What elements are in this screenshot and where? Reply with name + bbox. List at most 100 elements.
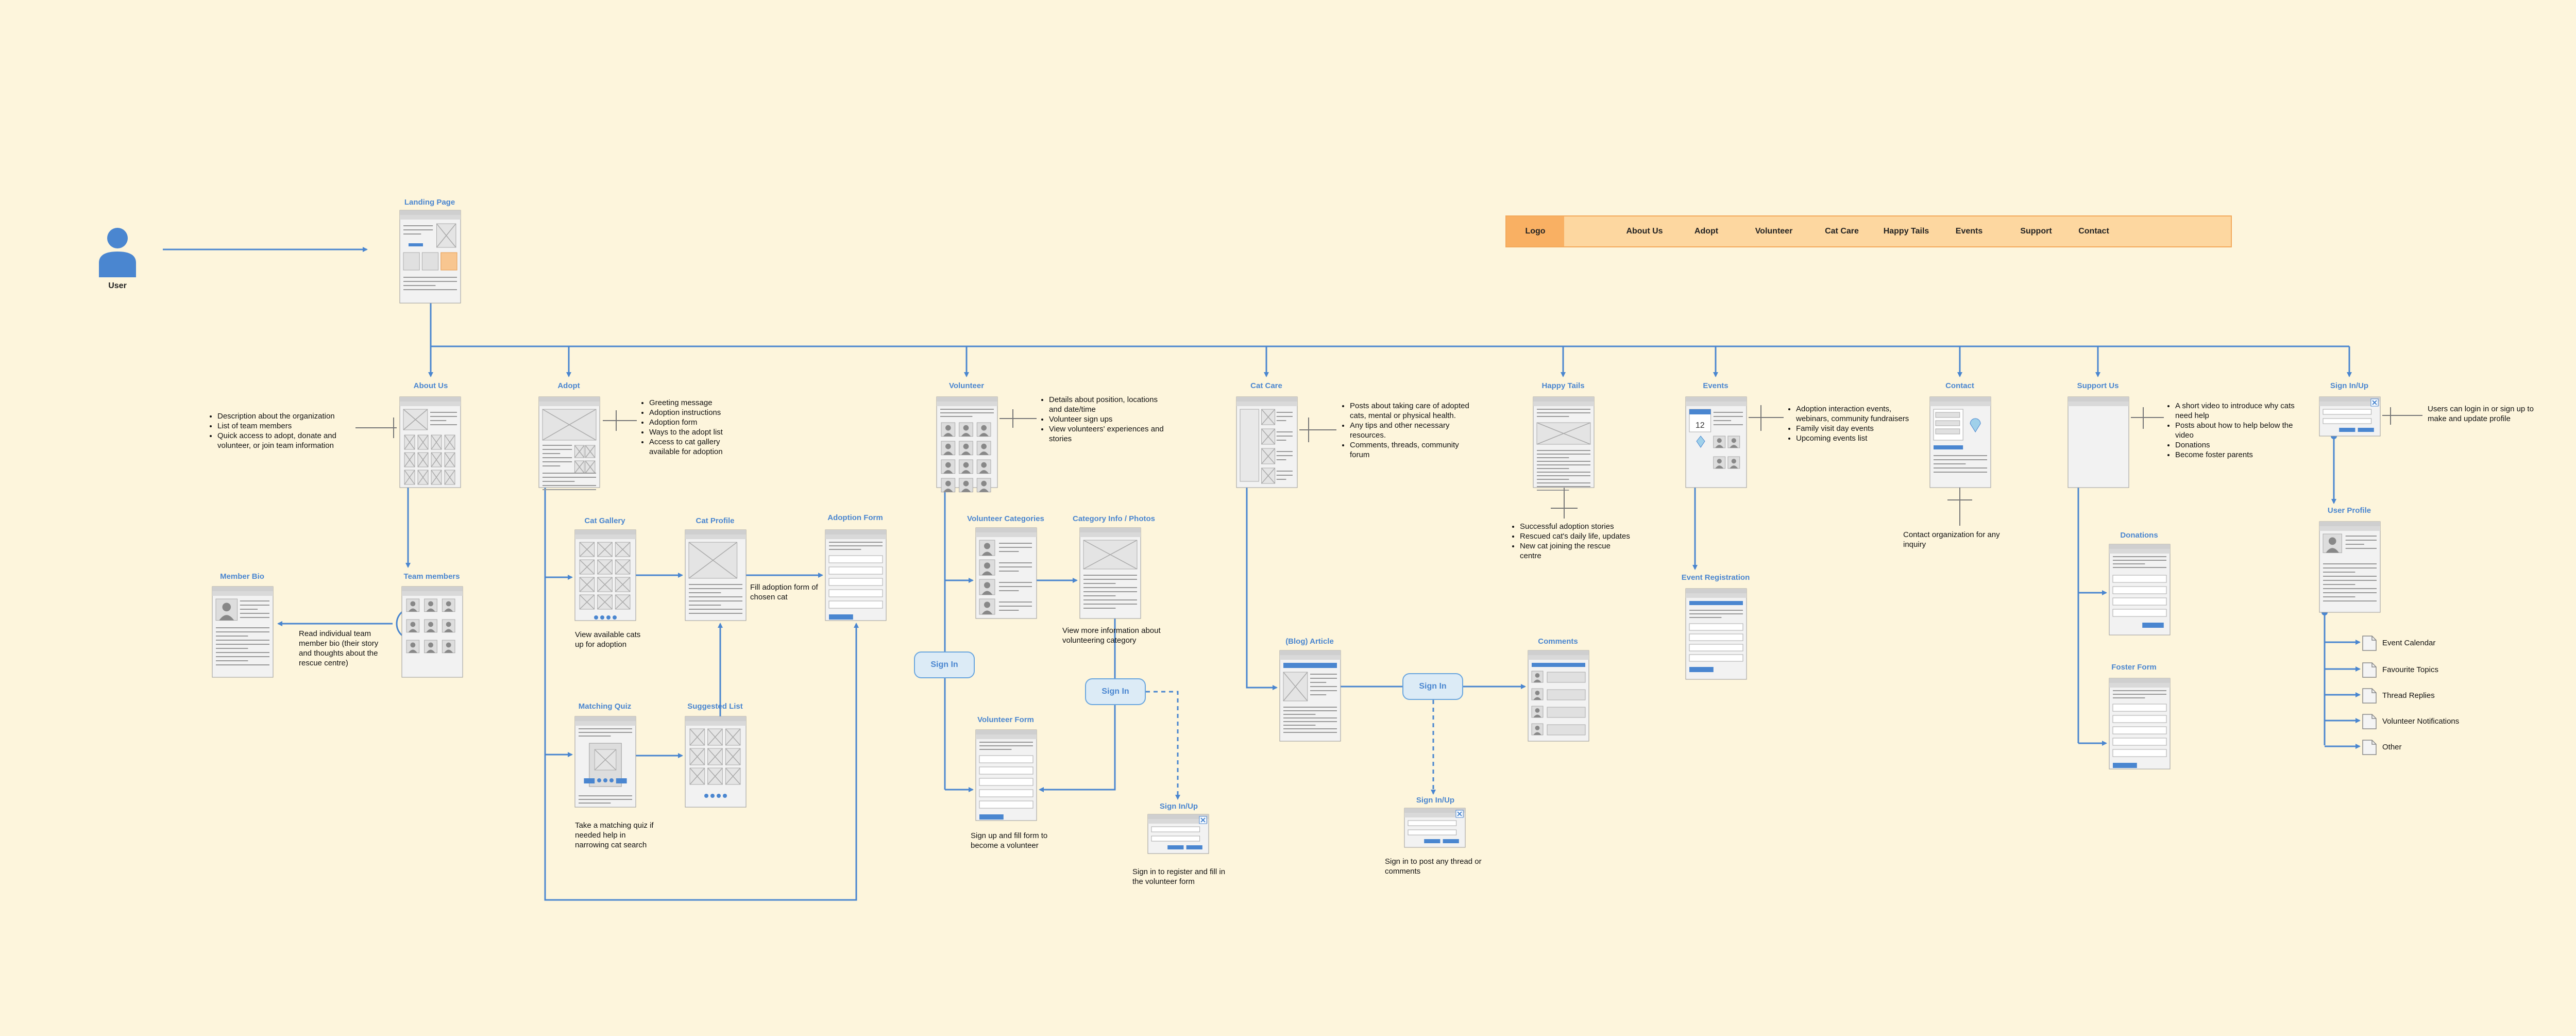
title-blog-article: (Blog) Article [1285, 637, 1334, 646]
title-foster-form: Foster Form [2111, 663, 2157, 672]
note-support-us: A short video to introduce why cats need… [2167, 401, 2302, 460]
nav-item-contact[interactable]: Contact [2078, 227, 2109, 236]
title-cat-gallery: Cat Gallery [584, 516, 625, 525]
note-events-item: Adoption interaction events, webinars, c… [1796, 404, 1918, 424]
title-volunteer: Volunteer [948, 381, 985, 390]
title-sign-in-up: Sign In/Up [2330, 381, 2369, 390]
wireframe-comments [1528, 650, 1589, 742]
note-volunteer-form: Sign up and fill form to become a volunt… [971, 831, 1048, 850]
note-about-item: List of team members [217, 421, 353, 431]
wireframe-user-profile [2319, 521, 2381, 613]
note-catcare-item: Posts about taking care of adopted cats,… [1350, 401, 1477, 421]
note-about-item: Description about the organization [217, 411, 353, 421]
profile-link-favourite-topics[interactable]: Favourite Topics [2382, 665, 2438, 674]
note-contact: Contact organization for any inquiry [1903, 530, 2000, 549]
nav-logo[interactable]: Logo [1506, 216, 1564, 246]
wireframe-events: 12 [1685, 396, 1747, 488]
note-events-item: Upcoming events list [1796, 433, 1918, 443]
title-user-profile: User Profile [2327, 506, 2371, 515]
profile-link-thread-replies[interactable]: Thread Replies [2382, 691, 2435, 700]
title-volunteer-categories: Volunteer Categories [967, 514, 1044, 523]
wireframe-donations [2109, 544, 2171, 636]
note-support-item: Posts about how to help below the video [2175, 421, 2302, 440]
wireframe-cat-gallery [574, 529, 636, 621]
wireframe-signin-volunteer [1147, 814, 1209, 854]
note-cat-gallery: View available cats up for adoption [575, 630, 641, 649]
note-matching-quiz: Take a matching quiz if needed help in n… [575, 821, 654, 849]
document-icon [2362, 688, 2377, 704]
nav-item-events[interactable]: Events [1955, 227, 1983, 236]
wireframe-blog-article [1279, 650, 1341, 742]
note-support-item: A short video to introduce why cats need… [2175, 401, 2302, 421]
connector-adopt-loop [544, 488, 859, 901]
note-cat-care: Posts about taking care of adopted cats,… [1342, 401, 1477, 460]
note-blog-sign-in: Sign in to post any thread or comments [1385, 857, 1482, 876]
wireframe-about [399, 396, 461, 488]
title-cat-profile: Cat Profile [696, 516, 735, 525]
note-happytails-item: Rescued cat's daily life, updates [1520, 531, 1633, 541]
note-sign-in-up: Users can login in or sign up to make an… [2428, 405, 2534, 423]
nav-item-adopt[interactable]: Adopt [1694, 227, 1719, 236]
document-icon [2362, 662, 2377, 678]
sign-in-pill-category-info[interactable]: Sign In [1085, 678, 1146, 705]
extras [355, 405, 2422, 755]
note-adopt-item: Access to cat gallery available for adop… [649, 437, 744, 457]
note-volunteer-item: Volunteer sign ups [1049, 414, 1173, 424]
note-volunteer-item: Details about position, locations and da… [1049, 395, 1173, 414]
title-sign-in-up-blog: Sign In/Up [1416, 796, 1455, 805]
note-category-info: View more information about volunteering… [1062, 626, 1161, 645]
title-support-us: Support Us [2077, 381, 2119, 390]
wireframe-happytails [1533, 396, 1595, 491]
wireframe-landing [399, 210, 461, 304]
note-support-item: Donations [2175, 440, 2302, 450]
wireframe-event-registration [1685, 588, 1747, 680]
sign-in-pill-blog[interactable]: Sign In [1402, 673, 1463, 700]
user-label: User [108, 281, 127, 290]
wireframe-contact [1929, 396, 1991, 488]
title-sign-in-up-volunteer: Sign In/Up [1159, 802, 1198, 811]
user-icon [98, 227, 137, 278]
title-event-registration: Event Registration [1681, 573, 1750, 582]
profile-link-other[interactable]: Other [2382, 743, 2402, 751]
wireframe-category-info [1079, 527, 1141, 619]
nav-item-catcare[interactable]: Cat Care [1825, 227, 1859, 236]
document-icon [2362, 714, 2377, 729]
connector-signin-volform [1039, 705, 1116, 792]
nav-item-about[interactable]: About Us [1626, 227, 1663, 236]
note-events-item: Family visit day events [1796, 424, 1918, 433]
note-volunteer: Details about position, locations and da… [1041, 395, 1173, 444]
title-team-members: Team members [403, 572, 460, 581]
title-suggested-list: Suggested List [687, 702, 743, 711]
wireframe-foster-form [2109, 678, 2171, 770]
nav-item-volunteer[interactable]: Volunteer [1755, 227, 1793, 236]
profile-link-volunteer-notifications[interactable]: Volunteer Notifications [2382, 717, 2460, 726]
note-adopt-item: Adoption form [649, 417, 744, 427]
title-happy-tails: Happy Tails [1541, 381, 1585, 390]
document-icon [2362, 740, 2377, 755]
note-volunteer-sign-in: Sign in to register and fill in the volu… [1132, 867, 1226, 886]
title-matching-quiz: Matching Quiz [578, 702, 632, 711]
title-comments: Comments [1538, 637, 1578, 646]
wireframe-supportus [2067, 396, 2129, 488]
wireframe-signin-blog [1404, 808, 1466, 848]
connector-catcare-article [1246, 484, 1278, 690]
wireframe-member-bio [212, 586, 274, 678]
connector-signin-dashed [1146, 691, 1180, 800]
title-adoption-form: Adoption Form [827, 513, 883, 522]
navigation-bar: Logo About Us Adopt Volunteer Cat Care H… [1505, 215, 2232, 247]
sign-in-pill-volunteer[interactable]: Sign In [914, 651, 975, 678]
title-events: Events [1703, 381, 1728, 390]
title-landing-page: Landing Page [404, 198, 455, 207]
nav-item-happytails[interactable]: Happy Tails [1883, 227, 1929, 236]
wireframe-signin-top [2319, 396, 2381, 437]
note-about-us: Description about the organization List … [209, 411, 353, 450]
profile-link-event-calendar[interactable]: Event Calendar [2382, 639, 2436, 647]
note-adopt-item: Adoption instructions [649, 408, 744, 417]
title-volunteer-form: Volunteer Form [977, 715, 1034, 724]
wireframe-catcare [1236, 396, 1298, 488]
nav-item-support[interactable]: Support [2020, 227, 2052, 236]
note-catcare-item: Any tips and other necessary resources. [1350, 421, 1477, 440]
note-adopt-item: Ways to the adopt list [649, 427, 744, 437]
wireframe-volunteer-form [975, 729, 1037, 821]
